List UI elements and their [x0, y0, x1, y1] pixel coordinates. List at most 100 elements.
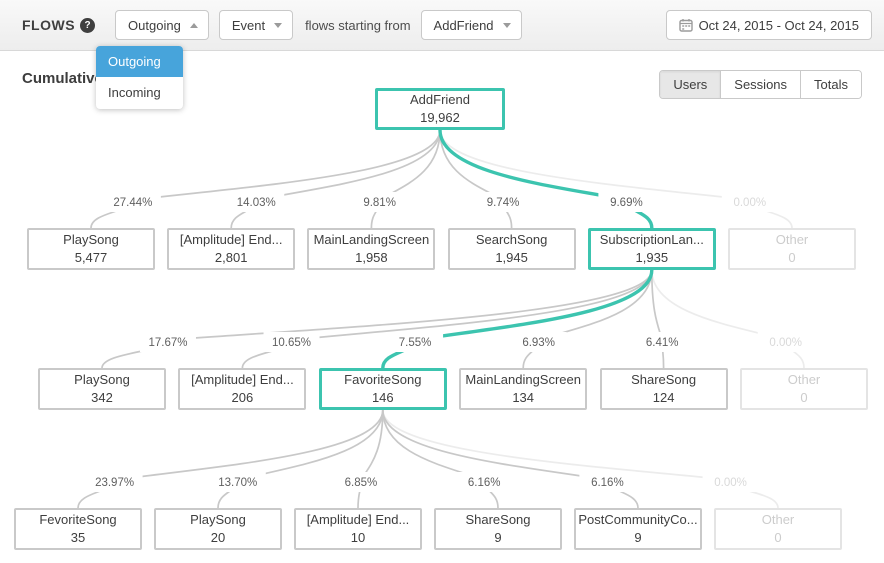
svg-text:10.65%: 10.65%: [272, 337, 311, 349]
flow-edge: [381, 409, 639, 509]
edge-percent-label: 0.00%: [702, 472, 759, 492]
node-value: 0: [774, 530, 782, 545]
flow-edge: [650, 269, 665, 369]
node-value: 9: [634, 530, 642, 545]
flow-node[interactable]: MainLandingScreen 134: [459, 368, 588, 410]
flow-edge: [381, 409, 499, 509]
chevron-down-icon: [502, 22, 511, 28]
node-value: 20: [210, 530, 226, 545]
node-label: MainLandingScreen: [465, 372, 581, 387]
flow-node[interactable]: SearchSong 1,945: [447, 228, 576, 270]
start-event-value: AddFriend: [433, 17, 494, 33]
node-value: 124: [652, 390, 675, 405]
flow-node[interactable]: [Amplitude] End...2,801: [167, 228, 296, 270]
flow-node[interactable]: Other 0: [714, 508, 842, 550]
edge-percent-label: 23.97%: [86, 472, 143, 492]
svg-text:9.81%: 9.81%: [363, 197, 396, 209]
flow-edge: [439, 129, 513, 229]
menu-item-incoming[interactable]: Incoming: [108, 85, 161, 100]
node-label: ShareSong: [465, 512, 531, 527]
flow-edge: [370, 129, 441, 229]
node-label: Other: [787, 372, 821, 387]
flow-node[interactable]: [Amplitude] End...206: [178, 368, 307, 410]
node-value: 1,935: [635, 250, 669, 265]
direction-dropdown-menu: Outgoing Incoming: [96, 46, 183, 109]
chevron-up-icon: [189, 22, 198, 28]
flow-node[interactable]: SubscriptionLan...1,935: [587, 228, 716, 270]
node-label: SearchSong: [475, 232, 548, 247]
flow-edge: [522, 269, 653, 369]
flow-edge: [438, 128, 654, 230]
node-value: 1,945: [495, 250, 528, 265]
svg-text:6.16%: 6.16%: [591, 477, 624, 489]
direction-select-value: Outgoing: [128, 17, 181, 33]
chevron-down-icon: [274, 22, 283, 28]
date-range-button[interactable]: Oct 24, 2015 - Oct 24, 2015: [665, 10, 872, 40]
node-label: AddFriend: [410, 92, 470, 107]
flow-edge: [101, 269, 653, 369]
edge-percent-label: 14.03%: [228, 192, 285, 212]
flow-edge: [381, 409, 779, 509]
flow-edge: [230, 129, 441, 229]
flow-edge: [90, 129, 441, 229]
svg-text:13.70%: 13.70%: [218, 477, 257, 489]
flow-edge: [381, 268, 654, 370]
menu-item-outgoing[interactable]: Outgoing: [96, 46, 183, 77]
edge-percent-label: 0.00%: [721, 192, 778, 212]
toggle-users[interactable]: Users: [660, 71, 721, 98]
edge-percent-label: 27.44%: [104, 192, 161, 212]
edge-percent-label: 9.81%: [351, 192, 408, 212]
flow-node[interactable]: PlaySong 342: [38, 368, 166, 410]
flow-node[interactable]: [Amplitude] End...10: [294, 508, 422, 550]
svg-text:6.16%: 6.16%: [468, 477, 501, 489]
flow-node[interactable]: FevoriteSong 35: [14, 508, 142, 550]
view-toggle: Users Sessions Totals: [659, 70, 862, 99]
svg-text:14.03%: 14.03%: [237, 197, 276, 209]
node-value: 10: [350, 530, 366, 545]
flow-edge: [650, 269, 805, 369]
node-label: PlaySong: [74, 372, 130, 387]
node-label: Other: [761, 512, 795, 527]
flows-connector-text: flows starting from: [305, 17, 411, 33]
edge-percent-label: 9.69%: [598, 192, 655, 212]
svg-text:0.00%: 0.00%: [769, 337, 802, 349]
flow-edge: [241, 269, 653, 369]
cumulative-heading: Cumulative: [22, 70, 103, 87]
node-label: PlaySong: [63, 232, 119, 247]
event-type-select[interactable]: Event: [218, 10, 294, 40]
help-icon[interactable]: ?: [80, 17, 96, 33]
edge-percent-label: 9.74%: [475, 192, 532, 212]
direction-select[interactable]: Outgoing: [115, 10, 209, 40]
node-label: FavoriteSong: [344, 372, 422, 387]
flow-node[interactable]: PostCommunityCo...9: [574, 508, 702, 550]
svg-text:6.41%: 6.41%: [646, 337, 679, 349]
edge-percent-label: 6.16%: [579, 472, 636, 492]
edge-percent-label: 6.85%: [332, 472, 389, 492]
toggle-totals[interactable]: Totals: [800, 71, 861, 98]
node-label: MainLandingScreen: [313, 232, 430, 247]
svg-text:0.00%: 0.00%: [714, 477, 747, 489]
start-event-select[interactable]: AddFriend: [420, 10, 522, 40]
node-value: 342: [91, 390, 113, 405]
node-value: 35: [70, 530, 86, 545]
edge-percent-label: 6.93%: [510, 332, 567, 352]
flow-edge: [439, 129, 793, 229]
node-value: 134: [512, 390, 535, 405]
node-label: FevoriteSong: [39, 512, 117, 527]
flow-node[interactable]: MainLandingScreen 1,958: [307, 228, 436, 270]
page-title: FLOWS: [22, 17, 76, 33]
toggle-sessions[interactable]: Sessions: [720, 71, 801, 98]
edge-percent-label: 6.41%: [634, 332, 691, 352]
edge-percent-label: 10.65%: [263, 332, 320, 352]
node-value: 1,958: [355, 250, 388, 265]
